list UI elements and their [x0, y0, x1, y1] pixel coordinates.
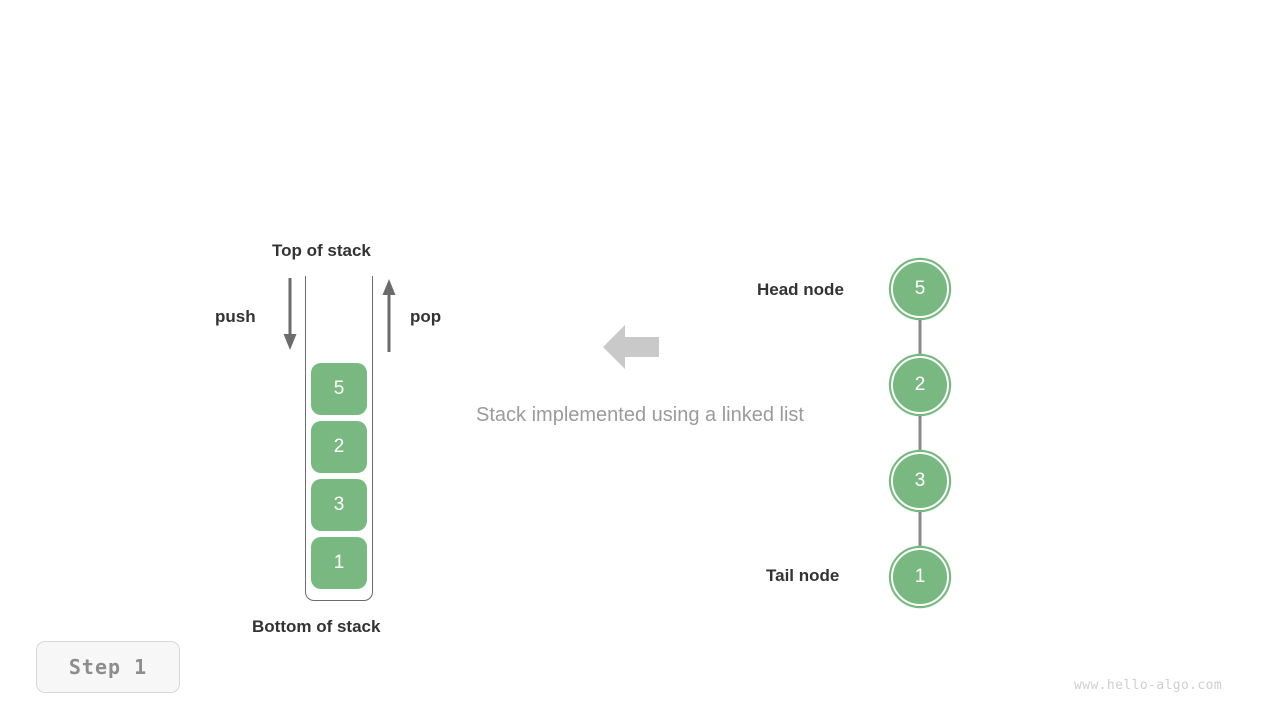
tail-node-label: Tail node: [766, 566, 840, 585]
stack-item-list: 5 2 3 1: [311, 363, 367, 589]
top-of-stack-label: Top of stack: [272, 241, 371, 260]
diagram-caption: Stack implemented using a linked list: [476, 404, 804, 426]
stack-item: 5: [311, 363, 367, 415]
push-label: push: [215, 307, 256, 326]
linked-list-node-value: 3: [914, 470, 926, 491]
head-node-label: Head node: [757, 280, 844, 299]
linked-list-node: 3: [891, 452, 949, 510]
push-arrow-icon: [283, 278, 297, 350]
step-badge: Step 1: [36, 641, 180, 693]
stack-container: [305, 276, 373, 601]
pop-arrow-icon: [382, 279, 396, 352]
stack-item: 3: [311, 479, 367, 531]
stack-item: 1: [311, 537, 367, 589]
linked-list-node: 5: [891, 260, 949, 318]
linked-list-node-value: 1: [914, 566, 926, 587]
bottom-of-stack-label: Bottom of stack: [252, 617, 381, 636]
stack-item-value: 5: [333, 378, 345, 399]
stack-item-value: 3: [333, 494, 345, 515]
pop-label: pop: [410, 307, 442, 326]
linked-list-node-value: 5: [914, 278, 926, 299]
linked-list-node: 2: [891, 356, 949, 414]
stack-item: 2: [311, 421, 367, 473]
watermark: www.hello-algo.com: [1074, 678, 1223, 693]
stack-item-value: 1: [333, 552, 345, 573]
stack-item-value: 2: [333, 436, 345, 457]
linked-list-node: 1: [891, 548, 949, 606]
linked-list-node-value: 2: [914, 374, 926, 395]
left-arrow-icon: [603, 325, 659, 369]
